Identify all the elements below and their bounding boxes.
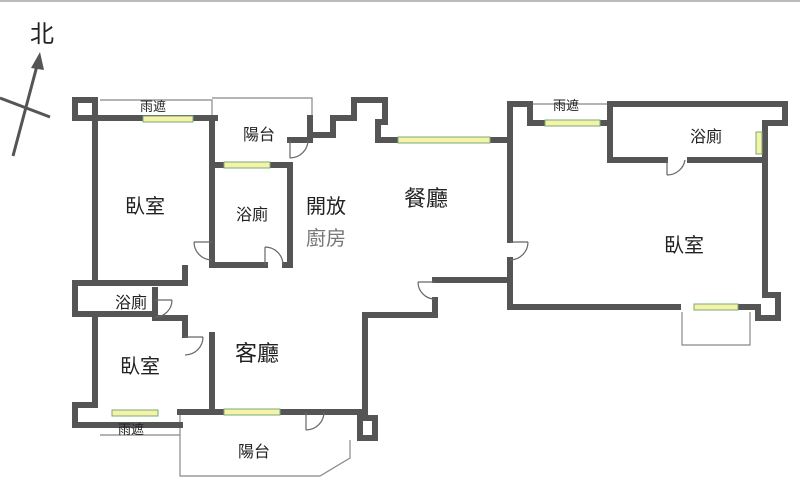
label-living: 客廳 [235, 342, 279, 367]
outer-wall-east-block [507, 101, 548, 143]
label-awning-bottom: 雨遮 [118, 422, 144, 438]
door-bedroom-nw [193, 241, 213, 261]
compass-cross-line [0, 96, 51, 119]
label-dining: 餐廳 [404, 187, 448, 212]
door-bath-east [666, 159, 686, 176]
window-living [223, 408, 281, 416]
compass-arrow-head [31, 52, 44, 70]
door-balcony-bottom [305, 411, 325, 431]
label-bath-west: 浴廁 [115, 293, 147, 312]
door-kitchen-south [417, 281, 436, 300]
door-bedroom-sw [184, 336, 204, 356]
outer-wall-south [177, 297, 438, 441]
label-balcony-bottom: 陽台 [238, 442, 270, 461]
window-bath-center [223, 161, 271, 169]
label-awning-top-left: 雨遮 [140, 99, 166, 115]
balcony-outline-bottom [179, 412, 351, 477]
label-open-kitchen-2: 廚房 [306, 226, 346, 250]
outer-wall-east-top [597, 101, 788, 321]
awning-outline-top-left [100, 99, 213, 120]
window-bedroom-e-north [544, 119, 601, 127]
window-bedroom-e-south [693, 303, 739, 311]
door-bath-center [264, 246, 284, 266]
north-label: 北 [30, 20, 54, 48]
label-balcony-top: 陽台 [243, 125, 275, 144]
windows [111, 115, 763, 417]
window-bath-east [755, 131, 763, 155]
door-dining-east [509, 241, 529, 261]
window-bedroom-sw [111, 409, 159, 417]
label-awning-top-right: 雨遮 [553, 98, 579, 114]
label-open-kitchen-1: 開放 [306, 194, 346, 218]
label-bedroom-nw: 臥室 [125, 194, 165, 218]
outer-wall-balcony-top [307, 97, 399, 143]
outer-wall-west-top [72, 97, 183, 428]
label-bath-east: 浴廁 [690, 127, 722, 146]
window-dining [397, 136, 491, 144]
door-bath-west [154, 299, 173, 318]
north-compass: 北 [0, 20, 54, 157]
door-balcony-top [289, 139, 309, 159]
thin-outlines [100, 97, 751, 477]
label-bedroom-e: 臥室 [664, 233, 704, 257]
walls [72, 97, 788, 441]
label-bedroom-sw: 臥室 [120, 354, 160, 378]
label-bath-center: 浴廁 [236, 205, 268, 224]
balcony-outline-top [212, 97, 313, 118]
room-labels: 雨遮 雨遮 雨遮 陽台 陽台 臥室 浴廁 開放 廚房 餐廳 浴廁 臥室 浴廁 臥… [115, 98, 722, 461]
doors [154, 139, 686, 431]
window-bedroom-nw [142, 115, 194, 123]
balcony-outline-bay [681, 312, 751, 346]
